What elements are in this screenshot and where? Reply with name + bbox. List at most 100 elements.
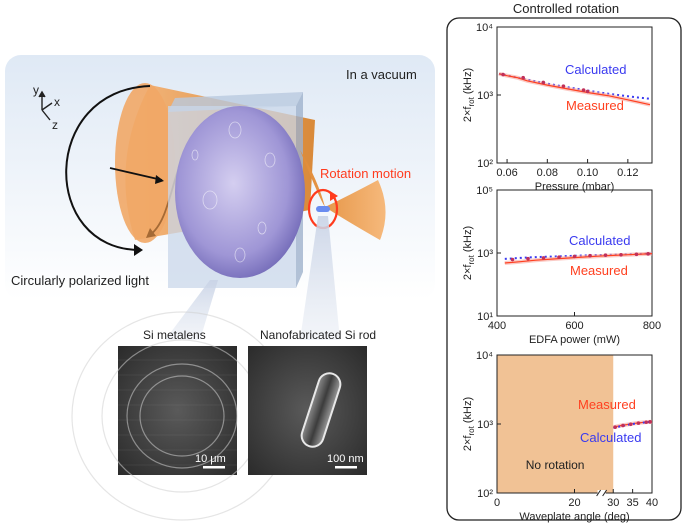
y-tick-label: 10⁴ — [476, 350, 493, 362]
inner-arrow-head — [146, 228, 156, 238]
y-axis-label-subscript: rot — [467, 96, 476, 106]
data-point — [541, 256, 546, 260]
illustration: In a vacuum y x z — [5, 55, 435, 521]
y-tick-label: 10⁴ — [476, 22, 493, 34]
data-point — [541, 80, 546, 85]
series-line-calculated — [504, 252, 653, 260]
data-point — [636, 421, 641, 425]
light-label: Circularly polarized light — [11, 273, 149, 288]
no-rotation-label: No rotation — [526, 458, 585, 472]
data-point — [501, 72, 505, 77]
data-point — [621, 423, 625, 428]
data-point — [557, 255, 561, 259]
panel-frame — [446, 17, 682, 521]
y-axis-label-subscript: rot — [467, 425, 476, 435]
series-label-measured: Measured — [570, 263, 628, 278]
series-line-calculated — [613, 420, 653, 429]
data-point — [648, 420, 652, 424]
x-tick-label: 0 — [494, 497, 500, 509]
data-point — [644, 420, 648, 425]
chart-1: 0.06 0.08 0.10 0.12 10² 10³ 10⁴ CalculatedMeasu… — [462, 22, 653, 193]
si-rod-marker — [316, 206, 330, 212]
series-label-measured: Measured — [566, 98, 624, 113]
data-point — [585, 89, 590, 94]
data-point — [603, 253, 608, 258]
x-tick-label: 0.12 — [617, 167, 638, 179]
metalens-zoom-beam — [165, 280, 218, 340]
y-tick-label: 10⁵ — [476, 185, 493, 197]
x-tick-label: 0.06 — [496, 167, 517, 179]
axis-triad-icon — [38, 90, 53, 121]
series-label-calculated: Calculated — [565, 62, 626, 77]
x-tick-label: 400 — [488, 320, 506, 332]
rod-scalebar-label: 100 nm — [327, 453, 364, 465]
rod-zoom-beam — [300, 216, 340, 340]
data-point — [561, 84, 566, 88]
data-point — [581, 88, 586, 92]
y-tick-label: 10² — [477, 158, 493, 170]
y-axis-label-subscript: rot — [467, 254, 476, 264]
rotation-motion-label: Rotation motion — [320, 166, 411, 181]
y-axis-label: 2×frot (kHz) — [462, 397, 476, 451]
data-point — [521, 75, 525, 80]
y-axis-label-unit: (kHz) — [462, 68, 474, 97]
x-axis-label: Pressure (mbar) — [535, 181, 614, 193]
x-tick-label: 0.10 — [577, 167, 598, 179]
x-axis-label: EDFA power (mW) — [529, 334, 620, 346]
x-tick-label: 30 — [607, 497, 619, 509]
series-line-measured — [504, 253, 653, 264]
data-point — [526, 256, 530, 261]
x-tick-label: 20 — [568, 497, 580, 509]
no-rotation-region — [497, 355, 614, 493]
metalens-disk — [175, 106, 305, 278]
rotation-arrow-head — [134, 244, 143, 256]
axis-x-label: x — [54, 95, 60, 109]
x-tick-label: 800 — [643, 320, 661, 332]
data-point — [572, 254, 577, 259]
y-axis-label-unit: (kHz) — [462, 226, 474, 255]
rod-scalebar — [335, 466, 357, 469]
y-axis-label: 2×frot (kHz) — [462, 226, 476, 280]
x-tick-label: 40 — [646, 497, 658, 509]
y-tick-label: 10³ — [477, 248, 493, 260]
axis-break-mark — [602, 489, 608, 497]
axis-break-mark — [596, 489, 602, 497]
axis-y-label: y — [33, 83, 39, 97]
polarization-vector — [109, 167, 163, 181]
series-line-measured — [498, 73, 651, 106]
x-tick-label: 35 — [627, 497, 639, 509]
y-tick-label: 10³ — [477, 90, 493, 102]
plot-frame — [496, 26, 653, 164]
metalens-scalebar-label: 10 μm — [195, 453, 226, 465]
y-axis-label: 2×frot (kHz) — [462, 68, 476, 122]
y-tick-label: 10¹ — [477, 311, 493, 323]
vacuum-label: In a vacuum — [346, 67, 417, 82]
y-tick-label: 10² — [477, 488, 493, 500]
x-tick-label: 0.08 — [537, 167, 558, 179]
y-axis-label-unit: (kHz) — [462, 397, 474, 426]
y-axis-label-prefix: 2×f — [462, 106, 474, 123]
axis-break-gap — [597, 490, 606, 496]
data-point — [619, 252, 623, 257]
x-axis-label: Waveplate angle (deg) — [519, 511, 629, 523]
series-label-calculated: Calculated — [580, 430, 641, 445]
y-tick-label: 10³ — [477, 419, 493, 431]
polarization-rotation-arrow — [65, 85, 151, 251]
y-axis-label-prefix: 2×f — [462, 264, 474, 281]
focused-light-beam — [300, 150, 386, 240]
data-point — [634, 252, 639, 257]
data-point — [588, 253, 592, 258]
data-point — [510, 257, 515, 262]
panel-title: Controlled rotation — [513, 1, 619, 16]
y-axis-label-prefix: 2×f — [462, 435, 474, 452]
series-label-calculated: Calculated — [569, 233, 630, 248]
rod-title: Nanofabricated Si rod — [260, 328, 376, 342]
axis-z-label: z — [52, 118, 58, 132]
si-rod-image — [300, 372, 342, 448]
rod-sem-image: 100 nm — [248, 346, 367, 475]
metalens-title: Si metalens — [143, 328, 206, 342]
metalens-sem-image: 10 μm — [71, 311, 293, 521]
